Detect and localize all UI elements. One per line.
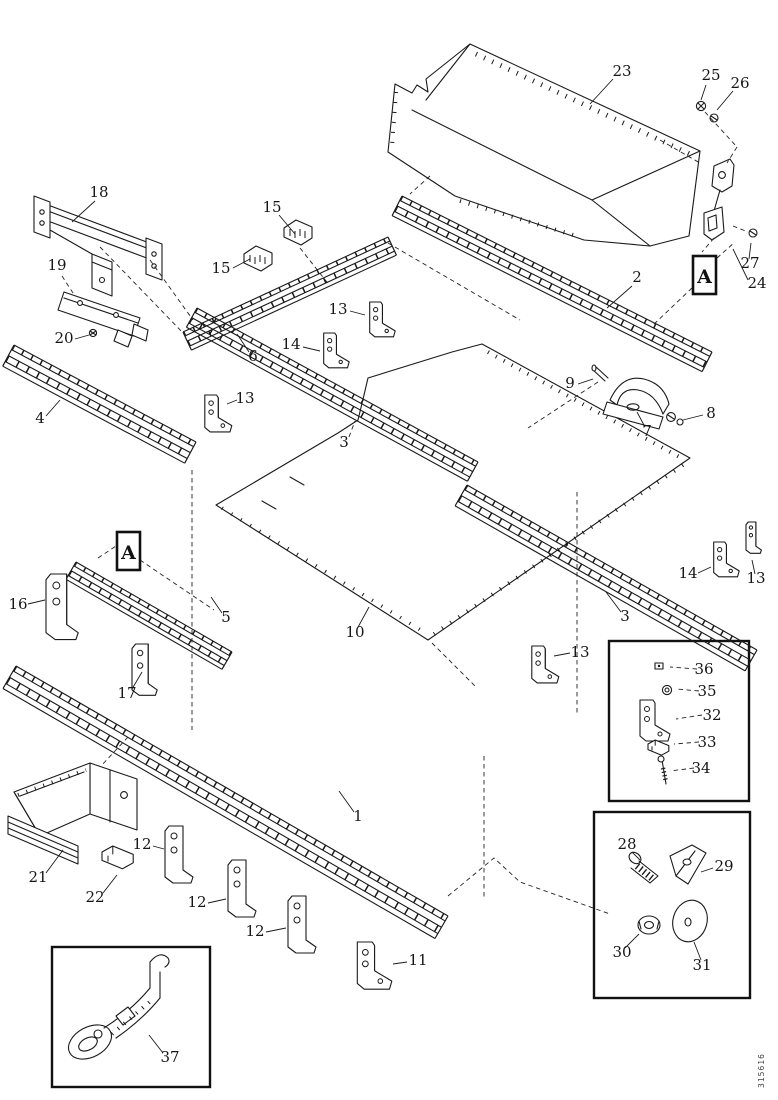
bracket-part-clip bbox=[101, 845, 134, 870]
bracket-part-tall bbox=[131, 643, 158, 696]
screws-8 bbox=[666, 412, 684, 426]
bracket-part-angle bbox=[369, 301, 396, 338]
part-label-8: 8 bbox=[706, 404, 716, 422]
part-label-25: 25 bbox=[701, 66, 720, 84]
screws-25-26 bbox=[695, 100, 719, 123]
bracket-assembly-21 bbox=[7, 762, 138, 865]
rail-part bbox=[2, 665, 449, 939]
bracket-part-angle bbox=[356, 941, 393, 990]
part-label-29: 29 bbox=[714, 857, 733, 875]
part-label-35: 35 bbox=[697, 682, 716, 700]
rail-part bbox=[454, 484, 758, 672]
bracket-part-angle bbox=[204, 394, 233, 433]
detail-box-37 bbox=[50, 945, 212, 1089]
strap-37 bbox=[67, 954, 170, 1060]
callout-letter: A bbox=[120, 542, 136, 564]
bracket-part-clamp bbox=[243, 245, 273, 272]
part-label-17: 17 bbox=[117, 684, 136, 702]
part-label-32: 32 bbox=[702, 706, 721, 724]
rail-part bbox=[182, 236, 397, 351]
screw-20 bbox=[88, 328, 98, 338]
part-label-24: 24 bbox=[747, 274, 766, 292]
bracket-part-tall bbox=[745, 521, 762, 554]
part-label-1: 1 bbox=[353, 807, 363, 825]
part-label-26: 26 bbox=[730, 74, 749, 92]
part-label-15: 15 bbox=[262, 198, 281, 216]
bracket-part-angle bbox=[323, 332, 350, 369]
part-label-12: 12 bbox=[132, 835, 151, 853]
bracket-part-tall bbox=[164, 825, 194, 884]
part-label-16: 16 bbox=[8, 595, 27, 613]
part-label-33: 33 bbox=[697, 733, 716, 751]
nut-30 bbox=[637, 915, 661, 935]
rail-part bbox=[2, 344, 197, 464]
part-label-34: 34 bbox=[691, 759, 710, 777]
bracket-part-angle bbox=[531, 645, 560, 684]
bracket-part-tall bbox=[45, 573, 79, 641]
part-label-37: 37 bbox=[160, 1048, 179, 1066]
part-label-15: 15 bbox=[211, 259, 230, 277]
part-label-2: 2 bbox=[632, 268, 642, 286]
part-label-12: 12 bbox=[245, 922, 264, 940]
part-label-13: 13 bbox=[570, 643, 589, 661]
part-label-13: 13 bbox=[746, 569, 765, 587]
bracket-part-clamp bbox=[283, 219, 313, 246]
part-label-6: 6 bbox=[248, 347, 258, 365]
floor-panel-10 bbox=[215, 343, 691, 641]
bracket-24 bbox=[703, 158, 758, 241]
part-label-22: 22 bbox=[85, 888, 104, 906]
detail-box-32-36 bbox=[607, 639, 751, 803]
part-label-7: 7 bbox=[642, 422, 652, 440]
bracket-part-tall bbox=[287, 895, 317, 954]
part-label-3: 3 bbox=[339, 433, 349, 451]
part-label-19: 19 bbox=[47, 256, 66, 274]
pin-9 bbox=[591, 364, 609, 382]
label-leader-lines bbox=[27, 78, 756, 1054]
rail-part bbox=[65, 561, 233, 670]
part-label-14: 14 bbox=[281, 335, 300, 353]
detail-callout-a-right: A bbox=[691, 254, 718, 296]
part-label-9: 9 bbox=[565, 374, 575, 392]
washer-31 bbox=[672, 899, 708, 943]
part-label-11: 11 bbox=[408, 951, 427, 969]
part-label-13: 13 bbox=[235, 389, 254, 407]
part-label-18: 18 bbox=[89, 183, 108, 201]
bracket-part-angle bbox=[713, 541, 740, 578]
bracket-part-clip bbox=[647, 739, 670, 756]
part-label-10: 10 bbox=[345, 623, 364, 641]
plate-19 bbox=[57, 291, 149, 348]
rail-part bbox=[391, 195, 713, 373]
part-label-30: 30 bbox=[612, 943, 631, 961]
part-label-14: 14 bbox=[678, 564, 697, 582]
bracket-part-angle bbox=[639, 699, 671, 742]
bolt-28 bbox=[628, 851, 659, 884]
detail-box-28-31 bbox=[592, 810, 752, 1000]
detail-callout-a-left: A bbox=[115, 530, 142, 572]
part-labels: 23 25 26 18 15 15 19 2 27 24 13 14 20 6 … bbox=[8, 62, 766, 1066]
part-label-5: 5 bbox=[221, 608, 231, 626]
doc-number: 315616 bbox=[757, 1053, 766, 1088]
part-label-23: 23 bbox=[612, 62, 631, 80]
part-label-21: 21 bbox=[28, 868, 47, 886]
cover-panel-23 bbox=[387, 43, 701, 247]
part-label-20: 20 bbox=[54, 329, 73, 347]
part-label-13: 13 bbox=[328, 300, 347, 318]
bracket-part-tall bbox=[227, 859, 257, 918]
rail-part bbox=[185, 307, 479, 482]
part-label-31: 31 bbox=[692, 956, 711, 974]
generated-parts-layer bbox=[2, 195, 762, 990]
part-label-4: 4 bbox=[35, 409, 45, 427]
part-label-36: 36 bbox=[694, 660, 713, 678]
part-label-12: 12 bbox=[187, 893, 206, 911]
callout-letter: A bbox=[696, 266, 712, 288]
part-label-28: 28 bbox=[617, 835, 636, 853]
bracket-18 bbox=[33, 195, 163, 297]
plate-29 bbox=[669, 844, 707, 885]
part-label-27: 27 bbox=[740, 254, 759, 272]
bracket-7 bbox=[602, 377, 670, 430]
part-label-3: 3 bbox=[620, 607, 630, 625]
assembly-dashed-lines bbox=[61, 111, 749, 915]
